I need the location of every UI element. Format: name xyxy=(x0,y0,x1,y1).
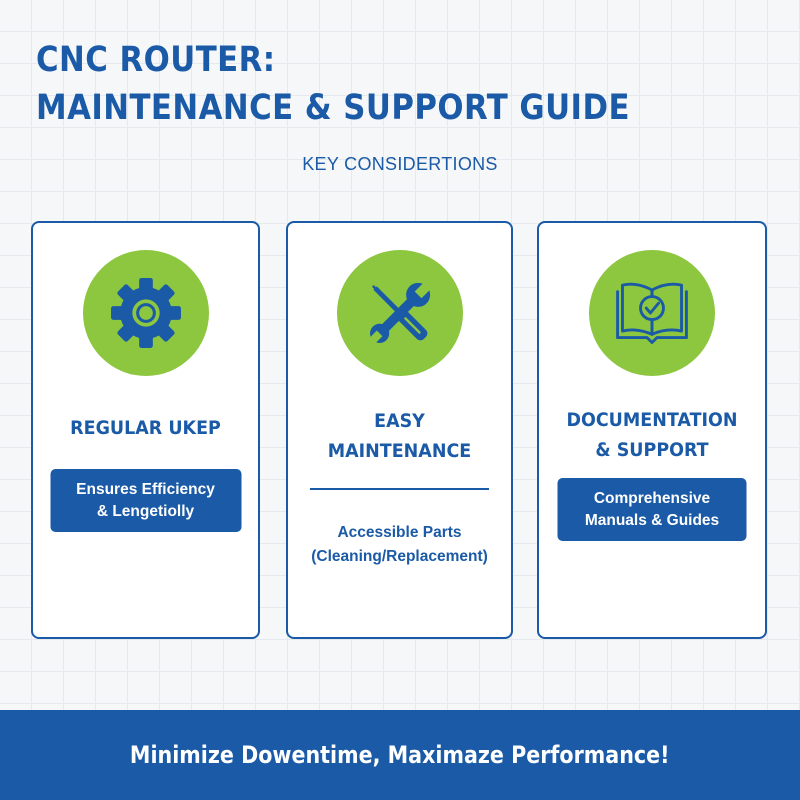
banner-text: Minimize Dowentime, Maximaze Performance… xyxy=(130,741,670,769)
gear-icon xyxy=(110,278,181,348)
card-title-line-1: DOCUMENTATION xyxy=(566,409,738,431)
card-title-line-2: MAINTENANCE xyxy=(327,440,472,462)
info-pill-line-1: Ensures Efficiency xyxy=(76,480,215,498)
card-title-line-1: EASY xyxy=(374,410,425,432)
card-easy-maintenance: EASY MAINTENANCE Accessible Parts (Clean… xyxy=(286,221,513,639)
card-description: Accessible Parts (Cleaning/Replacement) xyxy=(288,521,511,569)
manual-icon-circle xyxy=(589,250,715,376)
divider xyxy=(310,488,489,490)
card-title: REGULAR UKEP xyxy=(70,417,221,439)
info-pill: Ensures Efficiency & Lengetiolly xyxy=(50,469,241,532)
card-title: DOCUMENTATION & SUPPORT xyxy=(548,405,756,465)
card-regular-upkeep: REGULAR UKEP Ensures Efficiency & Lenget… xyxy=(31,221,260,639)
page-subtitle: KEY CONSIDERTIONS xyxy=(302,154,498,174)
card-documentation-support: DOCUMENTATION & SUPPORT Comprehensive Ma… xyxy=(537,221,767,639)
gear-icon-circle xyxy=(82,250,209,376)
info-pill-line-2: Manuals & Guides xyxy=(584,511,720,529)
card-title: EASY MAINTENANCE xyxy=(297,406,502,466)
footer-banner: Minimize Dowentime, Maximaze Performance… xyxy=(0,710,800,800)
info-pill-line-2: & Lengetiolly xyxy=(96,502,195,520)
info-pill-line-1: Comprehensive xyxy=(593,489,711,507)
page-title: CNC ROUTER: MAINTENANCE & SUPPORT GUIDE xyxy=(36,36,687,132)
card-description-line-1: Accessible Parts xyxy=(337,524,462,541)
page-title-line-2: MAINTENANCE & SUPPORT GUIDE xyxy=(36,88,630,128)
card-description-line-2: (Cleaning/Replacement) xyxy=(311,548,488,565)
info-pill: Comprehensive Manuals & Guides xyxy=(557,478,747,541)
card-title-line-2: & SUPPORT xyxy=(595,439,709,461)
manual-book-check-icon xyxy=(616,282,688,344)
tools-icon-circle xyxy=(336,250,463,376)
page-title-line-1: CNC ROUTER: xyxy=(36,40,276,80)
wrench-screwdriver-icon xyxy=(368,281,432,345)
